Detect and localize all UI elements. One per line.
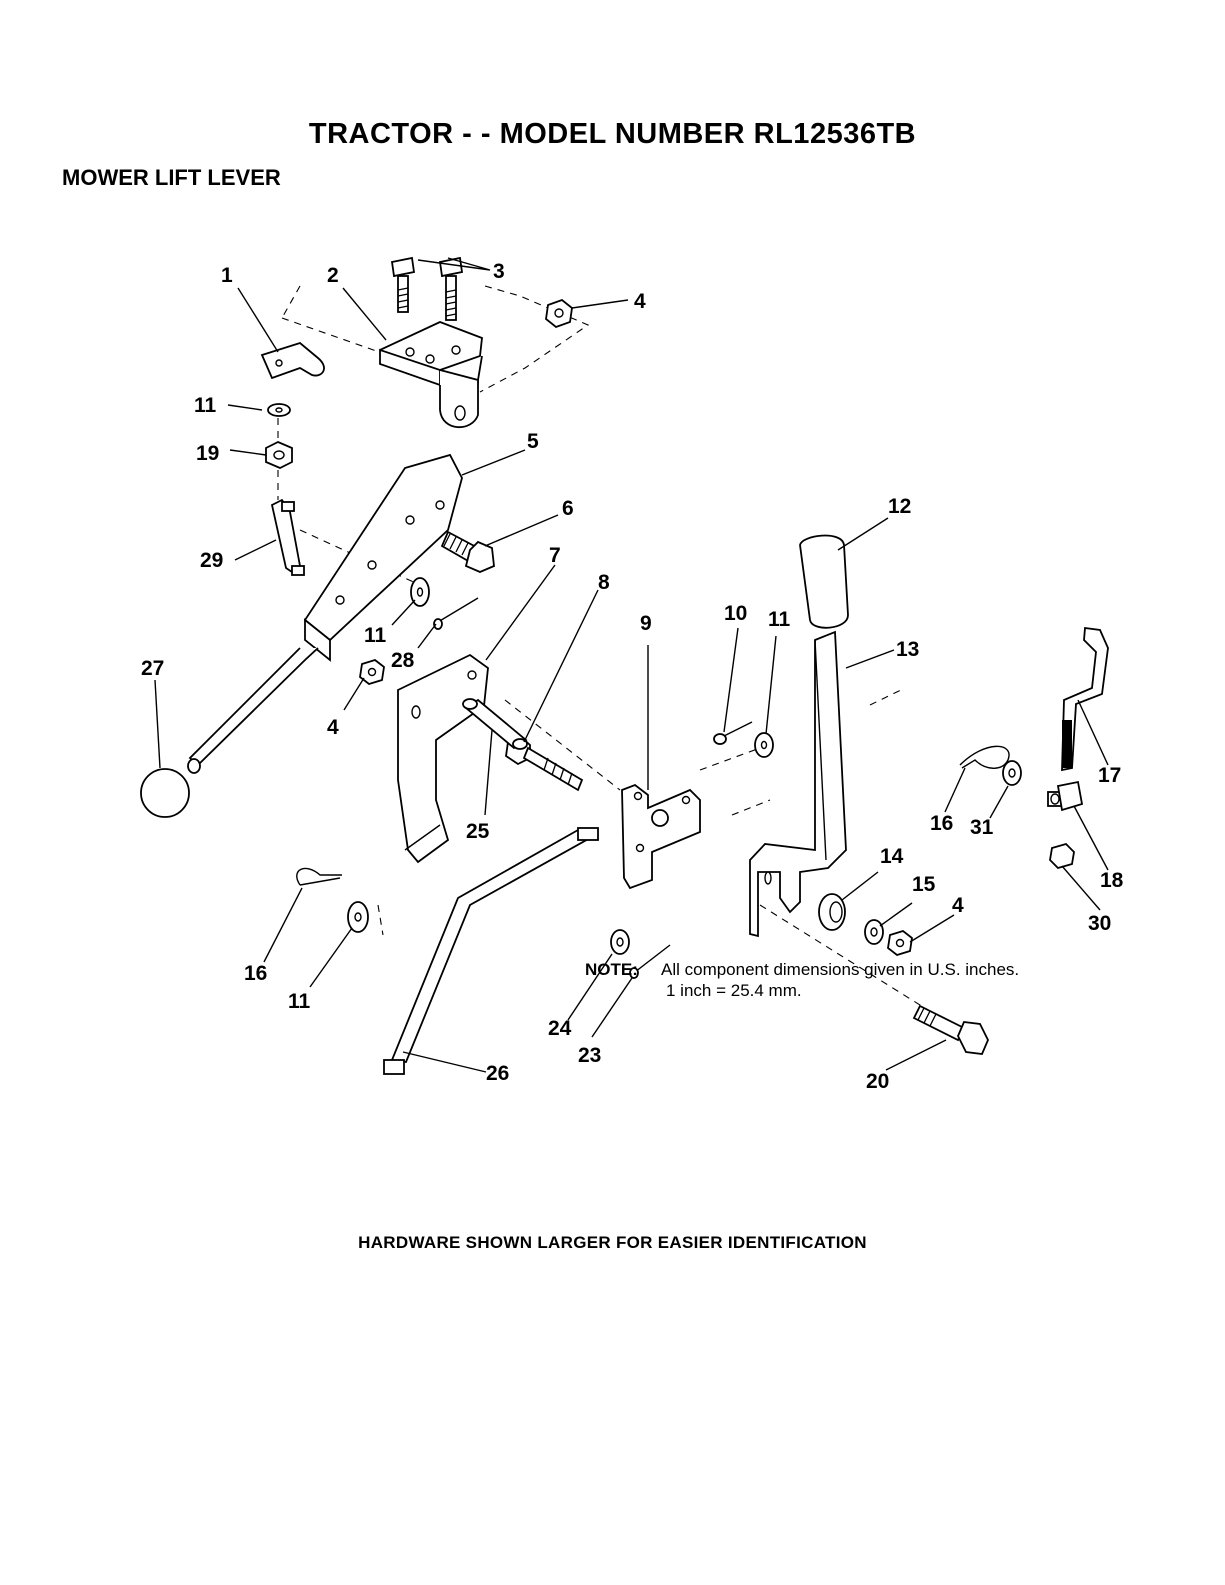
callout-30: 30	[1088, 912, 1111, 935]
callout-4: 4	[634, 290, 646, 313]
part-27-knob	[141, 769, 189, 817]
part-11-washers	[268, 404, 773, 932]
callout-16: 16	[244, 962, 267, 985]
callout-19: 19	[196, 442, 219, 465]
part-24-washer	[611, 930, 629, 954]
callout-1: 1	[221, 264, 233, 287]
hardware-footer-note: HARDWARE SHOWN LARGER FOR EASIER IDENTIF…	[0, 1233, 1225, 1253]
part-2-bracket	[380, 322, 482, 427]
part-30-nut	[1050, 844, 1074, 868]
part-14-bushing	[819, 894, 845, 930]
callout-29: 29	[200, 549, 223, 572]
note-line-1: All component dimensions given in U.S. i…	[661, 960, 1019, 979]
callout-11: 11	[768, 608, 791, 631]
callout-26: 26	[486, 1062, 509, 1085]
part-12-handle-grip	[800, 536, 848, 628]
callout-18: 18	[1100, 869, 1124, 892]
part-29-link	[272, 500, 304, 575]
part-4-nut-left	[360, 660, 384, 684]
part-4-nut-right	[888, 931, 912, 955]
callout-10: 10	[724, 602, 747, 625]
part-4-nut-top	[546, 300, 572, 327]
callout-25: 25	[466, 820, 490, 843]
callout-11: 11	[194, 394, 217, 417]
callout-20: 20	[866, 1070, 889, 1093]
part-20-shoulder-bolt	[914, 1006, 988, 1054]
part-28-cotter-pin	[434, 598, 478, 629]
exploded-parts-diagram: 1 2 3 4 11 19 5 6 29 7 8 11 28 27 4 9 10…	[0, 0, 1225, 1120]
callout-27: 27	[141, 657, 164, 680]
callout-5: 5	[527, 430, 539, 453]
callout-3: 3	[493, 260, 505, 283]
part-25-spacer	[463, 699, 527, 749]
callout-31: 31	[970, 816, 994, 839]
note-label: NOTE:	[585, 959, 661, 980]
callout-17: 17	[1098, 764, 1121, 787]
callout-6: 6	[562, 497, 574, 520]
part-9-plate	[622, 785, 700, 888]
dimensions-note: NOTE:All component dimensions given in U…	[585, 959, 1019, 1001]
callout-23: 23	[578, 1044, 601, 1067]
callout-24: 24	[548, 1017, 572, 1040]
part-6-bolt	[442, 532, 494, 572]
callout-7: 7	[549, 544, 561, 567]
callout-16: 16	[930, 812, 953, 835]
part-1-clip	[262, 343, 324, 378]
callout-2: 2	[327, 264, 339, 287]
callout-4: 4	[327, 716, 339, 739]
part-3-bolts	[392, 258, 462, 320]
part-18-swivel	[1048, 782, 1082, 810]
part-31-washer	[1003, 761, 1021, 785]
part-19-locknut	[266, 442, 292, 468]
callout-8: 8	[598, 571, 610, 594]
part-10-pin	[714, 722, 752, 744]
note-line-2: 1 inch = 25.4 mm.	[585, 980, 1019, 1001]
callout-14: 14	[880, 845, 904, 868]
callout-9: 9	[640, 612, 652, 635]
assembly-dashed-lines	[278, 286, 960, 1030]
callout-12: 12	[888, 495, 911, 518]
callout-15: 15	[912, 873, 936, 896]
callout-11: 11	[288, 990, 311, 1013]
callout-11: 11	[364, 624, 387, 647]
callout-28: 28	[391, 649, 415, 672]
callout-4: 4	[952, 894, 964, 917]
callout-13: 13	[896, 638, 919, 661]
part-15-washer	[865, 920, 883, 944]
part-13-lever	[750, 632, 846, 936]
